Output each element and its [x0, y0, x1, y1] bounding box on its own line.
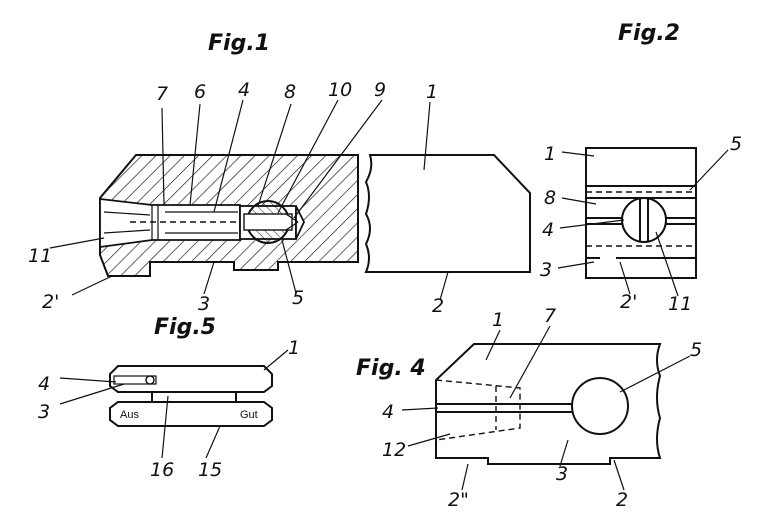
fig1-label-2prime: 2': [42, 291, 59, 313]
fig1-label-9: 9: [374, 79, 386, 101]
fig1-label-8: 8: [284, 81, 296, 103]
fig2-label-5: 5: [730, 133, 742, 155]
fig5-plate-left-text: Aus: [120, 409, 139, 421]
fig1-label-11: 11: [28, 245, 52, 267]
fig5-label-16: 16: [150, 459, 174, 481]
fig2-outline: [585, 147, 697, 279]
block-label-2: 2: [432, 295, 444, 317]
fig4-label-12: 12: [382, 439, 406, 461]
block-label-1: 1: [426, 81, 438, 103]
fig2-label-3: 3: [540, 259, 552, 281]
fig4-label-2: 2: [616, 489, 628, 511]
fig4-label-3: 3: [556, 463, 568, 485]
fig5-title: Fig.5: [154, 315, 216, 340]
figure-2: Fig.2 1 5 8 4 3 2' 11: [540, 21, 742, 315]
fig5-upper-part: [109, 365, 273, 393]
fig5-label-1: 1: [288, 337, 300, 359]
fig2-label-4: 4: [542, 219, 554, 241]
fig5-label-4: 4: [38, 373, 50, 395]
figure-block: 1 2: [364, 81, 531, 317]
fig1-label-7: 7: [156, 83, 168, 105]
fig4-outline: [435, 343, 662, 465]
fig1-bore: [99, 197, 241, 249]
fig2-label-8: 8: [544, 187, 556, 209]
fig2-title: Fig.2: [618, 21, 680, 46]
fig4-label-1: 1: [492, 309, 504, 331]
fig5-label-3: 3: [38, 401, 50, 423]
fig2-screw-head: [621, 197, 667, 243]
fig1-label-3: 3: [198, 293, 210, 315]
figure-4: Fig. 4 1 7 5 4 12 3 2" 2: [356, 305, 702, 511]
fig4-label-2double: 2": [448, 489, 469, 511]
figure-5: Fig.5 Aus Gut 1 4 3 16 15: [38, 315, 300, 481]
fig4-label-7: 7: [544, 305, 556, 327]
fig1-title: Fig.1: [208, 31, 270, 56]
fig2-label-2prime: 2': [620, 291, 637, 313]
figure-1: Fig.1 7 6 4 8 10 9: [28, 31, 386, 315]
block-outline: [364, 154, 531, 273]
fig4-title: Fig. 4: [356, 356, 426, 381]
fig4-ball: [571, 377, 629, 435]
fig4-label-4: 4: [382, 401, 394, 423]
fig1-label-4: 4: [238, 79, 250, 101]
fig1-label-6: 6: [194, 81, 206, 103]
fig2-label-11: 11: [668, 293, 692, 315]
fig1-label-5: 5: [292, 287, 304, 309]
fig2-label-1: 1: [544, 143, 556, 165]
fig1-label-10: 10: [328, 79, 352, 101]
fig4-label-5: 5: [690, 339, 702, 361]
fig5-label-15: 15: [198, 459, 222, 481]
fig5-plate-right-text: Gut: [240, 409, 258, 421]
fig5-lower-plate: [109, 401, 273, 427]
